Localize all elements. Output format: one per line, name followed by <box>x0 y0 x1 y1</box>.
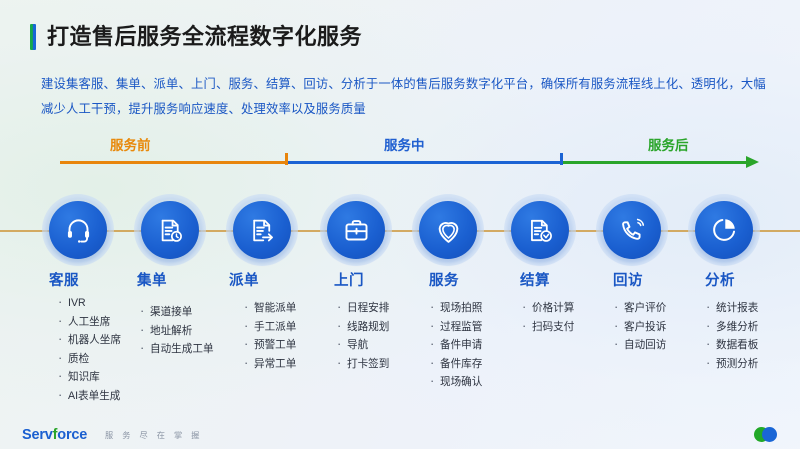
list-item: 扫码支付 <box>521 317 574 337</box>
stage-label-4: 上门 <box>334 273 364 289</box>
list-item: 质检 <box>57 349 121 369</box>
list-item: 备件申请 <box>429 335 482 355</box>
stage-label-7: 回访 <box>613 273 643 289</box>
timeline-segment-post <box>562 161 748 164</box>
timeline-tick-1 <box>285 153 288 165</box>
timeline-segment-pre <box>60 161 287 164</box>
stage-items-1: IVR 人工坐席 机器人坐席 质检 知识库 AI表单生成 <box>57 293 121 406</box>
document-clock-icon <box>141 201 199 259</box>
timeline-arrow-icon <box>746 156 759 168</box>
list-item: 知识库 <box>57 367 121 387</box>
document-check-icon <box>511 201 569 259</box>
list-item: 自动回访 <box>613 335 666 355</box>
stage-items-6: 价格计算 扫码支付 <box>521 298 574 337</box>
stage-node-5[interactable] <box>412 194 484 266</box>
blue-dot-icon <box>762 427 777 442</box>
list-item: 过程监管 <box>429 317 482 337</box>
list-item: 手工派单 <box>243 317 296 337</box>
stage-node-2[interactable] <box>134 194 206 266</box>
list-item: 预测分析 <box>705 354 758 374</box>
stage-items-4: 日程安排 线路规划 导航 打卡签到 <box>336 298 389 374</box>
document-arrow-icon <box>233 201 291 259</box>
stage-node-4[interactable] <box>320 194 392 266</box>
stage-items-3: 智能派单 手工派单 预警工单 异常工单 <box>243 298 296 374</box>
stage-items-8: 统计报表 多维分析 数据看板 预测分析 <box>705 298 758 374</box>
timeline-segment-mid <box>287 161 562 164</box>
list-item: 预警工单 <box>243 335 296 355</box>
stage-node-3[interactable] <box>226 194 298 266</box>
list-item: 日程安排 <box>336 298 389 318</box>
stage-node-8[interactable] <box>688 194 760 266</box>
brand-logo: Servforce <box>22 428 87 443</box>
heart-shield-icon <box>419 201 477 259</box>
list-item: 渠道接单 <box>139 302 214 322</box>
list-item: 价格计算 <box>521 298 574 318</box>
phase-label-pre: 服务前 <box>110 138 151 153</box>
brand-text-part2: f <box>52 427 58 443</box>
stage-node-6[interactable] <box>504 194 576 266</box>
stage-items-2: 渠道接单 地址解析 自动生成工单 <box>139 302 214 359</box>
list-item: 智能派单 <box>243 298 296 318</box>
timeline-axis <box>60 153 760 169</box>
list-item: 异常工单 <box>243 354 296 374</box>
title-accent-bar <box>30 24 36 50</box>
toolbox-icon <box>327 201 385 259</box>
list-item: 多维分析 <box>705 317 758 337</box>
list-item: AI表单生成 <box>57 386 121 406</box>
stage-label-2: 集单 <box>137 273 167 289</box>
timeline-tick-2 <box>560 153 563 165</box>
list-item: 打卡签到 <box>336 354 389 374</box>
brand-tagline: 服 务 尽 在 掌 握 <box>105 431 203 440</box>
phase-label-mid: 服务中 <box>384 138 425 153</box>
stage-label-8: 分析 <box>705 273 735 289</box>
list-item: 机器人坐席 <box>57 330 121 350</box>
title-text: 打造售后服务全流程数字化服务 <box>47 24 363 49</box>
stage-node-1[interactable] <box>42 194 114 266</box>
phone-call-icon <box>603 201 661 259</box>
list-item: 数据看板 <box>705 335 758 355</box>
page-title: 打造售后服务全流程数字化服务 <box>30 24 362 50</box>
list-item: 自动生成工单 <box>139 339 214 359</box>
list-item: 统计报表 <box>705 298 758 318</box>
stage-label-1: 客服 <box>49 273 79 289</box>
brand-text-part1: Serv <box>22 427 53 443</box>
list-item: IVR <box>57 293 121 313</box>
list-item: 客户投诉 <box>613 317 666 337</box>
list-item: 备件库存 <box>429 354 482 374</box>
stage-items-5: 现场拍照 过程监管 备件申请 备件库存 现场确认 <box>429 298 482 392</box>
corner-dots-decoration <box>754 427 788 443</box>
list-item: 导航 <box>336 335 389 355</box>
list-item: 现场拍照 <box>429 298 482 318</box>
stage-items-7: 客户评价 客户投诉 自动回访 <box>613 298 666 355</box>
list-item: 地址解析 <box>139 321 214 341</box>
list-item: 人工坐席 <box>57 312 121 332</box>
stage-label-3: 派单 <box>229 273 259 289</box>
list-item: 现场确认 <box>429 372 482 392</box>
stage-label-5: 服务 <box>429 273 459 289</box>
pie-chart-icon <box>695 201 753 259</box>
list-item: 客户评价 <box>613 298 666 318</box>
list-item: 线路规划 <box>336 317 389 337</box>
headset-icon <box>49 201 107 259</box>
stage-node-7[interactable] <box>596 194 668 266</box>
phase-label-post: 服务后 <box>648 138 689 153</box>
node-connector-line <box>0 230 800 232</box>
subtitle-text: 建设集客服、集单、派单、上门、服务、结算、回访、分析于一体的售后服务数字化平台，… <box>41 77 766 116</box>
stage-label-6: 结算 <box>520 273 550 289</box>
brand-text-part3: orce <box>57 427 88 443</box>
